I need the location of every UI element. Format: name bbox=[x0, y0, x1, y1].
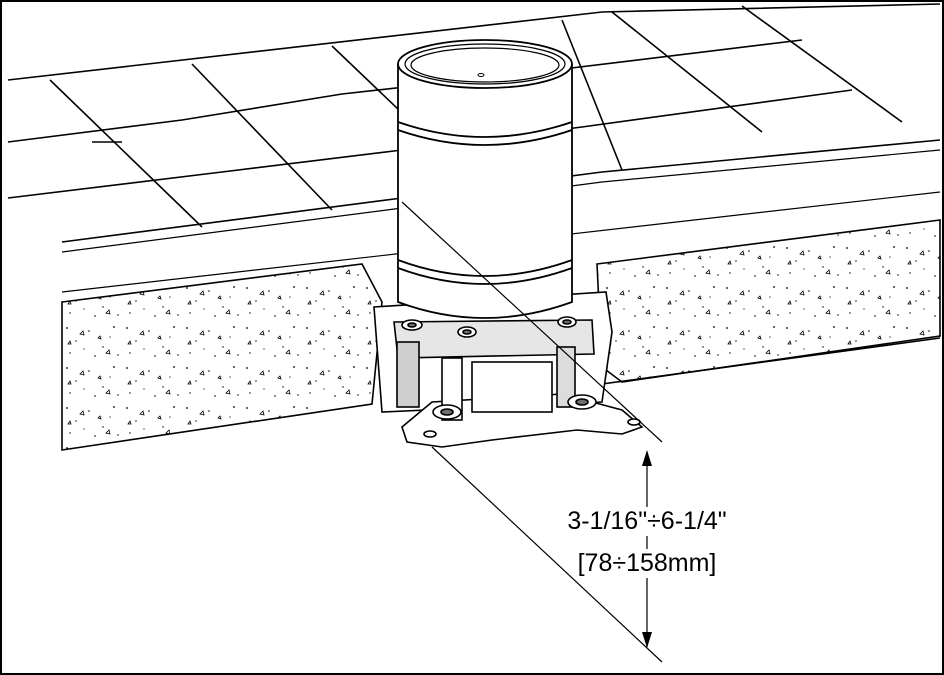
dimension-label-imperial: 3-1/16"÷6-1/4" bbox=[567, 507, 727, 536]
extension-sleeve bbox=[397, 39, 573, 319]
arrow-up bbox=[642, 450, 652, 466]
arrow-down bbox=[642, 632, 652, 648]
concrete-slab bbox=[61, 191, 941, 451]
dimension-label-metric: [78÷158mm] bbox=[577, 549, 717, 578]
mounting-base bbox=[373, 291, 644, 448]
